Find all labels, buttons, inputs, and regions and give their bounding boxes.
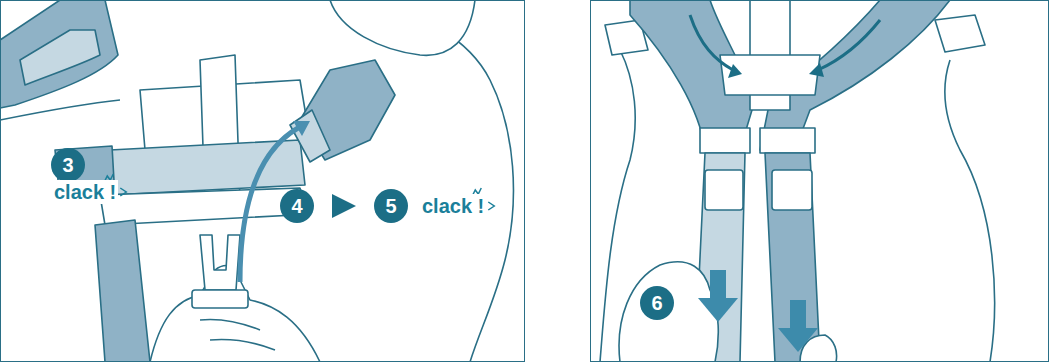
clip <box>720 55 820 95</box>
callout-number: 4 <box>280 189 314 223</box>
callout-text: 3 <box>62 154 73 176</box>
waist-band <box>100 188 302 225</box>
pull-arrow <box>690 15 733 70</box>
pull-arrow <box>818 20 880 70</box>
down-arrow <box>710 270 726 300</box>
strap-padding <box>20 30 100 85</box>
strap <box>765 153 820 362</box>
clip <box>760 128 815 153</box>
callout-number: 5 <box>374 189 408 223</box>
panel-frame <box>591 1 1049 362</box>
buckle-female <box>290 110 330 162</box>
hand <box>619 262 718 362</box>
callout-number: 6 <box>640 286 674 320</box>
body-outline <box>945 60 995 362</box>
buckle-male <box>200 235 240 290</box>
left-panel <box>0 0 513 362</box>
down-arrowhead <box>778 328 818 352</box>
sound-label: clack ! <box>420 194 486 218</box>
sound-mark <box>120 188 126 196</box>
callout-number: 3 <box>51 148 85 182</box>
callout-text: 6 <box>651 292 662 314</box>
callout-text: 5 <box>385 195 396 217</box>
strap <box>95 220 150 362</box>
down-arrow <box>790 300 806 330</box>
strap-buckle <box>772 170 812 210</box>
finger-line <box>200 319 275 350</box>
pull-arrowhead <box>728 64 742 78</box>
clip <box>700 128 750 153</box>
shoulder-strap <box>0 0 118 108</box>
baby-head <box>330 0 475 55</box>
sound-label: clack ! <box>52 180 118 204</box>
panel-frame <box>1 1 525 362</box>
callout-text: 4 <box>291 195 302 217</box>
buckle-male <box>192 290 248 308</box>
sound-mark <box>488 202 494 210</box>
side-buckle <box>935 15 985 52</box>
motion-arrowhead <box>293 121 310 136</box>
down-arrowhead <box>698 298 738 322</box>
step-arrow <box>332 194 356 218</box>
right-panel <box>600 0 995 362</box>
pull-arrowhead <box>809 63 824 77</box>
strap-buckle <box>705 170 743 210</box>
